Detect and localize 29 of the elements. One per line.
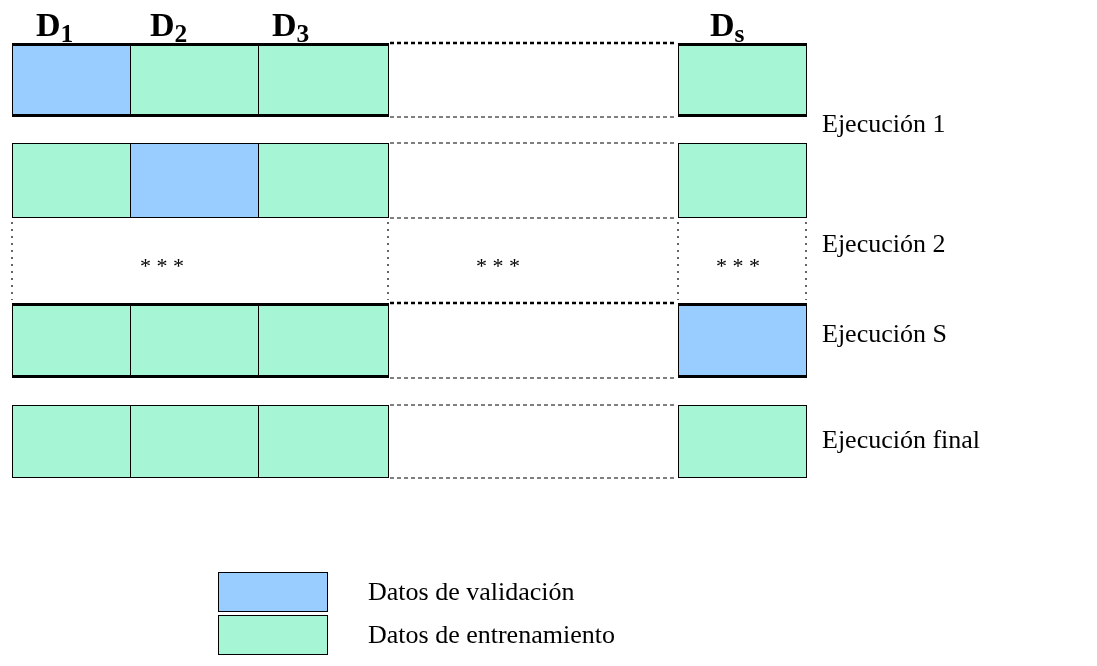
data-block (130, 43, 259, 117)
column-header: D$_{3}$ (272, 5, 310, 47)
legend-label: Datos de validación (368, 576, 575, 608)
column-header: D$_{1}$ (36, 5, 74, 47)
data-block (258, 303, 389, 378)
column-header: D$_{s}$ (710, 5, 745, 47)
data-block (12, 405, 131, 478)
row-label: Ejecución 1 (822, 108, 946, 140)
data-block (678, 303, 807, 378)
data-block (678, 405, 807, 478)
data-block (130, 303, 259, 378)
ellipsis: * * * (476, 252, 520, 280)
data-block (12, 143, 131, 218)
data-block (258, 405, 389, 478)
data-block (12, 43, 131, 117)
ellipsis: * * * (716, 252, 760, 280)
data-block (258, 43, 389, 117)
data-block (678, 143, 807, 218)
data-block (258, 143, 389, 218)
data-block (130, 143, 259, 218)
data-block (678, 43, 807, 117)
column-header: D$_{2}$ (150, 5, 188, 47)
legend-label: Datos de entrenamiento (368, 619, 615, 651)
row-label: Ejecución final (822, 424, 981, 456)
row-label: Ejecución S (822, 318, 947, 350)
data-block (12, 303, 131, 378)
data-block (130, 405, 259, 478)
ellipsis: * * * (140, 252, 184, 280)
row-label: Ejecución 2 (822, 228, 946, 260)
